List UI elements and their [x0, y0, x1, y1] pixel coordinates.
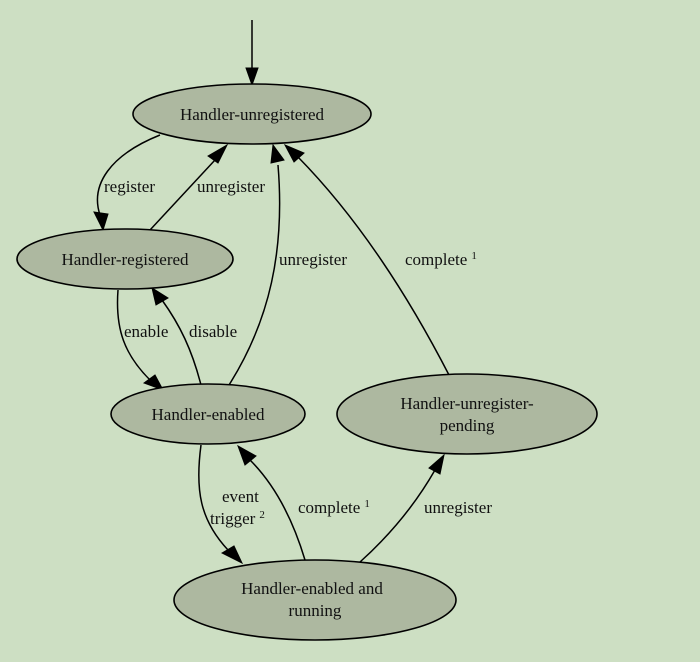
- node-label: Handler-registered: [61, 250, 189, 269]
- footnote-marker: 1: [364, 498, 370, 510]
- node-handler-enabled: Handler-enabled: [110, 383, 306, 445]
- node-label: Handler-unregistered: [180, 105, 325, 124]
- edge-disable: [151, 286, 202, 386]
- edge-running-unregister: [359, 453, 445, 563]
- arrowhead: [207, 143, 229, 164]
- edge-pending-complete: [283, 143, 450, 376]
- edge-registered-unregister: [149, 143, 229, 231]
- edge-running-complete: [237, 444, 306, 561]
- node-label-line-2: pending: [440, 416, 495, 435]
- edge-label-unregister-2: unregister: [279, 250, 347, 269]
- edge-label-complete-2: complete 1: [298, 498, 370, 517]
- edge-label-unregister-3: unregister: [424, 498, 492, 517]
- arrowhead: [93, 211, 109, 232]
- node-label: Handler-enabled: [152, 405, 265, 424]
- label-text: complete: [298, 498, 360, 517]
- edge-enabled-unregister: [228, 143, 285, 386]
- arrowhead: [142, 374, 165, 391]
- node-handler-enabled-running: Handler-enabled and running: [173, 559, 457, 641]
- arrowhead: [220, 545, 244, 565]
- arrowhead: [428, 453, 445, 475]
- arrowhead: [283, 143, 305, 163]
- label-text: trigger: [210, 509, 256, 528]
- edge-label-unregister-1: unregister: [197, 177, 265, 196]
- edge-start-to-unregistered: [245, 20, 259, 87]
- edge-label-register: register: [104, 177, 155, 196]
- arrowhead: [151, 286, 169, 306]
- edge-register: [93, 134, 161, 232]
- node-handler-unregistered: Handler-unregistered: [132, 83, 372, 145]
- edge-label-complete-1: complete 1: [405, 250, 477, 269]
- edge-enable: [116, 289, 165, 391]
- edge-label-disable: disable: [189, 322, 237, 341]
- arrowhead: [237, 444, 257, 466]
- edge-label-event: event: [222, 487, 259, 506]
- arrowhead: [270, 143, 285, 164]
- arrowhead: [245, 67, 259, 87]
- edge-event-trigger: [198, 444, 244, 565]
- node-label-line-1: Handler-enabled and: [241, 579, 383, 598]
- footnote-marker: 2: [259, 509, 265, 521]
- node-handler-unregister-pending: Handler-unregister- pending: [336, 373, 598, 455]
- node-label-line-1: Handler-unregister-: [400, 394, 534, 413]
- node-handler-registered: Handler-registered: [16, 228, 234, 290]
- label-text: complete: [405, 250, 467, 269]
- footnote-marker: 1: [471, 250, 477, 262]
- node-label-line-2: running: [289, 601, 342, 620]
- edge-label-enable: enable: [124, 322, 168, 341]
